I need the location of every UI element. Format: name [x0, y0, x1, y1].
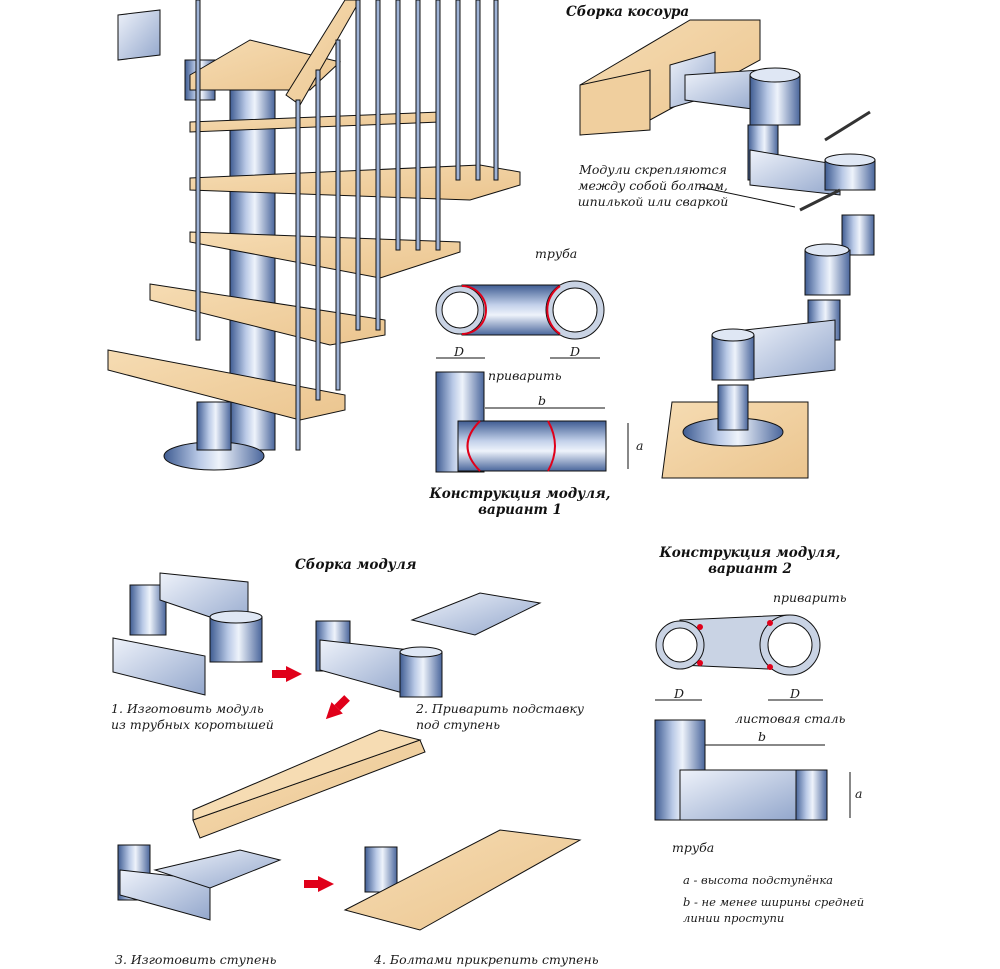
arrow-step1-to-step2 [272, 666, 302, 682]
variant2-dim-d-right: D [790, 686, 801, 701]
stringer-note: Модули скрепляются между собой болтом, ш… [568, 162, 738, 210]
arrow-step3-to-step4 [304, 876, 334, 892]
module-variant-1-diagram [435, 280, 629, 473]
variant2-title: Конструкция модуля, вариант 2 [640, 545, 860, 577]
stringer-note-line: шпилькой или сваркой [577, 194, 729, 209]
spiral-staircase-illustration [107, 0, 521, 471]
variant2-title-line: Конструкция модуля, [659, 545, 841, 561]
assembly-step-2: 2. Приварить подставку под ступень [416, 701, 584, 733]
variant2-dim-a: a [855, 786, 863, 801]
variant2-weld-label: приварить [773, 590, 847, 605]
stringer-note-line: между собой болтом, [578, 178, 728, 193]
arrow-step2-to-step3 [325, 695, 350, 720]
step-1-line: 1. Изготовить модуль [111, 701, 264, 716]
assembly-step-4: 4. Болтами прикрепить ступень [374, 952, 599, 968]
step-2-line: 2. Приварить подставку [416, 701, 585, 716]
variant1-pipe-label: труба [535, 246, 578, 261]
step-4-line: 4. Болтами прикрепить ступень [374, 952, 599, 967]
step-1-line: из трубных коротышей [111, 717, 274, 732]
legend-a: a - высота подступёнка [683, 873, 834, 887]
variant1-weld-label: приварить [488, 368, 562, 383]
variant1-caption-line: Конструкция модуля, [429, 486, 611, 502]
variant1-dim-d-left: D [454, 344, 465, 359]
module-variant-2-diagram [654, 614, 851, 821]
variant2-pipe-label: труба [672, 840, 715, 855]
variant2-title-line: вариант 2 [708, 561, 792, 577]
variant1-caption-line: вариант 1 [478, 502, 562, 518]
legend-b: b - не менее ширины средней [683, 895, 865, 909]
variant1-caption: Конструкция модуля, вариант 1 [420, 486, 620, 518]
assembly-step-3: 3. Изготовить ступень [115, 952, 276, 968]
module-assembly-illustration [112, 572, 582, 931]
step-2-line: под ступень [416, 717, 501, 732]
variant1-dim-a: a [636, 438, 644, 453]
variant2-legend: a - высота подступёнка b - не менее шири… [683, 872, 864, 926]
step-3-line: 3. Изготовить ступень [115, 952, 277, 967]
stringer-assembly-title: Сборка косоура [566, 4, 690, 20]
assembly-step-1: 1. Изготовить модуль из трубных коротыше… [111, 701, 274, 733]
variant1-dim-d-right: D [570, 344, 581, 359]
variant2-sheet-label: листовая сталь [735, 711, 846, 726]
legend-b-cont: линии проступи [683, 911, 785, 925]
variant2-dim-d-left: D [674, 686, 685, 701]
stringer-assembly-illustration [579, 19, 876, 479]
variant2-dim-b: b [758, 729, 767, 744]
variant1-dim-b: b [538, 393, 547, 408]
stringer-note-line: Модули скрепляются [579, 162, 727, 177]
module-assembly-title: Сборка модуля [295, 557, 417, 573]
